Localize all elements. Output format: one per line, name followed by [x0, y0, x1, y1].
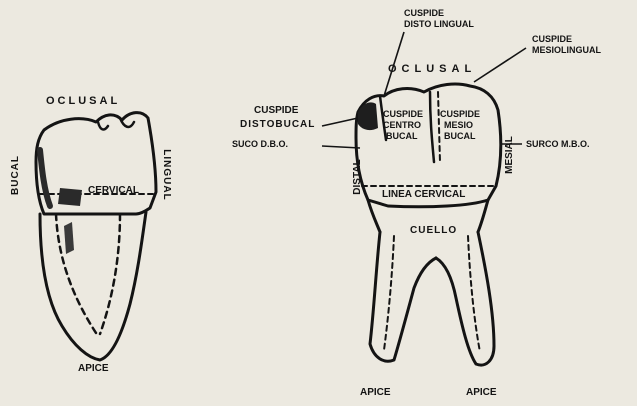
leader-lines: [322, 32, 526, 148]
left-dark-patch: [64, 222, 74, 254]
left-occlusal-label: OCLUSAL: [46, 96, 120, 107]
right-apex-right-label: APICE: [466, 388, 497, 398]
left-tooth: [36, 113, 156, 360]
centrobuccal-cusp-label-1: CUSPIDE: [383, 110, 423, 119]
dbo-groove-label: SUCO D.B.O.: [232, 140, 288, 149]
distolingual-cusp-label-2: DISTO LINGUAL: [404, 20, 474, 29]
cervical-line-label: LINEA CERVICAL: [382, 190, 465, 200]
right-distal-root: [370, 232, 436, 361]
mesiobuccal-cusp-label-2: MESIO: [444, 121, 473, 130]
mesiobuccal-cusp-label-3: BUCAL: [444, 132, 476, 141]
distobuccal-cusp-label-1: CUSPIDE: [254, 106, 298, 116]
centrobuccal-cusp-label-2: CENTRO: [383, 121, 421, 130]
distobuccal-cusp-label-2: DISTOBUCAL: [240, 120, 315, 130]
right-occlusal-label: OCLUSAL: [388, 64, 476, 75]
left-crown-outline: [36, 113, 156, 214]
left-shadow: [58, 188, 82, 206]
mesiolingual-cusp-label-1: CUSPIDE: [532, 35, 572, 44]
mesial-label: MESIAL: [505, 131, 515, 179]
left-lingual-label: LINGUAL: [161, 145, 171, 205]
leader-dbo: [322, 146, 360, 148]
centrobuccal-cusp-label-3: BUCAL: [386, 132, 418, 141]
left-root-outline: [40, 212, 146, 360]
right-buccal-groove: [438, 92, 440, 162]
left-apex-label: APICE: [78, 364, 109, 374]
left-buccal-label: BUCAL: [11, 155, 21, 195]
mbo-groove-label: SURCO M.B.O.: [526, 140, 590, 149]
distolingual-cusp-label-1: CUSPIDE: [404, 9, 444, 18]
mesiobuccal-cusp-label-1: CUSPIDE: [440, 110, 480, 119]
leader-distobuccal: [322, 118, 358, 126]
left-cusp-bumps: [98, 118, 134, 129]
distal-label: DISTAL: [353, 153, 363, 201]
left-cervical-label: CERVICAL: [88, 186, 139, 196]
right-apex-left-label: APICE: [360, 388, 391, 398]
mesiolingual-cusp-label-2: MESIOLINGUAL: [532, 46, 601, 55]
right-mesial-root: [436, 232, 494, 365]
leader-mesiolingual: [474, 48, 526, 82]
neck-label: CUELLO: [410, 226, 457, 236]
left-enamel-shading: [40, 150, 50, 206]
